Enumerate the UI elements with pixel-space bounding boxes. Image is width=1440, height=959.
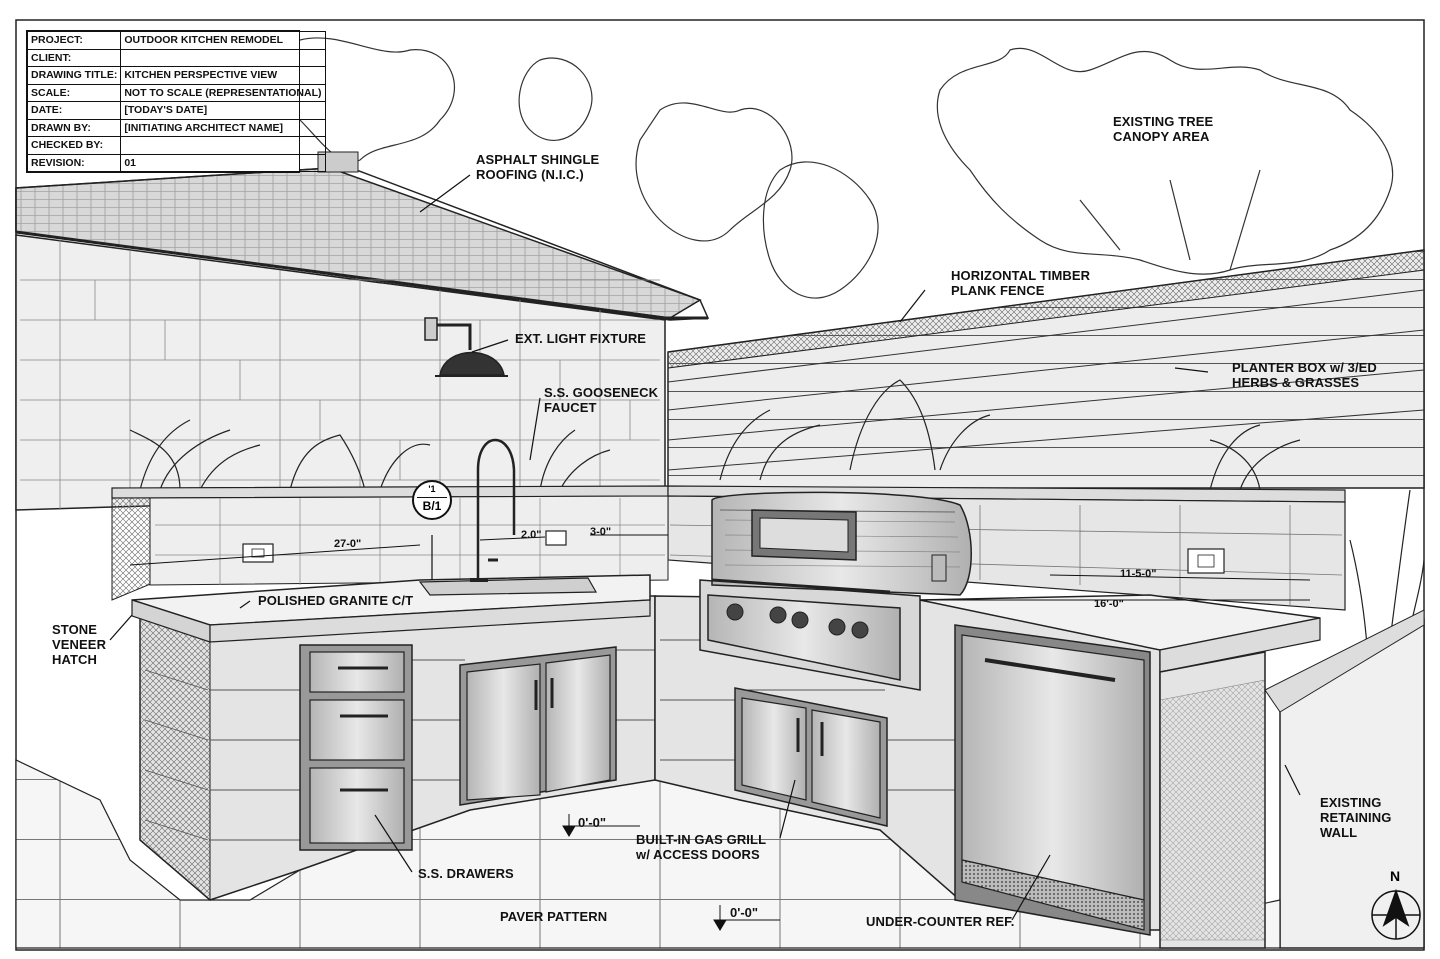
title-block-value — [120, 48, 326, 67]
ext-light-fixture — [424, 317, 508, 377]
callout-asphalt-roofing: ASPHALT SHINGLE ROOFING (N.I.C.) — [476, 152, 599, 182]
title-block-value: KITCHEN PERSPECTIVE VIEW — [120, 66, 326, 85]
outlet — [242, 530, 1225, 574]
title-block-key: SCALE: — [26, 83, 122, 102]
callout-under-counter-ref: UNDER-COUNTER REF. — [866, 914, 1014, 929]
callout-line: HATCH — [52, 652, 98, 667]
callout-timber-fence: HORIZONTAL TIMBER PLANK FENCE — [951, 268, 1090, 298]
callout-line: PAVER PATTERN — [500, 909, 608, 924]
dimension-label: 27-0" — [334, 538, 362, 550]
title-block-value: [INITIATING ARCHITECT NAME] — [120, 118, 326, 137]
title-block-key: DRAWN BY: — [26, 118, 122, 137]
elevation-label: 0'-0" — [730, 905, 759, 920]
callout-granite-countertop: POLISHED GRANITE C/T — [258, 593, 413, 608]
sink — [418, 577, 598, 596]
leader-lines — [109, 174, 1301, 921]
dimension-lines — [129, 534, 1311, 601]
dimension-label: 3-0" — [590, 526, 612, 538]
backsplash — [149, 495, 669, 586]
ss-drawers — [299, 644, 413, 851]
callout-light-fixture: EXT. LIGHT FIXTURE — [515, 331, 646, 346]
callout-line: EXT. LIGHT FIXTURE — [515, 331, 647, 346]
stone-wall-pattern — [20, 240, 660, 510]
title-block-key: REVISION: — [26, 153, 122, 172]
gas-grill — [699, 491, 972, 691]
title-block-row: CHECKED BY: — [26, 136, 326, 155]
callout-gas-grill: BUILT-IN GAS GRILL w/ ACCESS DOORS — [636, 832, 766, 862]
callout-ss-drawers: S.S. DRAWERS — [418, 866, 514, 881]
title-block-row: REVISION:01 — [26, 153, 326, 172]
section-tag-top: '1 — [428, 484, 436, 494]
callout-tree-canopy: EXISTING TREE CANOPY AREA — [1113, 114, 1213, 144]
elevation-marker — [562, 814, 780, 931]
dimension-label: 16'-0" — [1094, 598, 1124, 610]
section-tag-bottom: B/1 — [422, 499, 442, 513]
title-block-row: DATE:[TODAY'S DATE] — [26, 101, 326, 120]
callout-line: ASPHALT SHINGLE — [476, 152, 600, 167]
callout-line: WALL — [1320, 825, 1358, 840]
north-arrow-icon — [1371, 888, 1421, 940]
callout-line: HORIZONTAL TIMBER — [951, 268, 1091, 283]
title-block-key: DATE: — [26, 101, 122, 120]
title-block-row: DRAWN BY:[INITIATING ARCHITECT NAME] — [26, 118, 326, 137]
callout-line: STONE — [52, 622, 98, 637]
title-block-key: CLIENT: — [26, 48, 122, 67]
dimension-label: 11-5-0" — [1120, 568, 1157, 580]
callout-line: RETAINING — [1320, 810, 1392, 825]
title-block-value: OUTDOOR KITCHEN REMODEL — [120, 31, 326, 50]
callout-line: HERBS & GRASSES — [1232, 375, 1360, 390]
callout-line: ROOFING (N.I.C.) — [476, 167, 584, 182]
callout-line: CANOPY AREA — [1113, 129, 1210, 144]
callout-line: S.S. GOOSENECK — [544, 385, 659, 400]
title-block-value: NOT TO SCALE (REPRESENTATIONAL) — [120, 83, 326, 102]
callout-line: S.S. DRAWERS — [418, 866, 514, 881]
title-block-row: DRAWING TITLE:KITCHEN PERSPECTIVE VIEW — [26, 66, 326, 85]
callout-line: VENEER — [52, 637, 107, 652]
callout-line: w/ ACCESS DOORS — [636, 847, 760, 862]
callout-paver-pattern: PAVER PATTERN — [500, 909, 607, 924]
title-block-value: [TODAY'S DATE] — [120, 101, 326, 120]
callout-gooseneck-faucet: S.S. GOOSENECK FAUCET — [544, 385, 658, 415]
callout-stone-veneer: STONE VENEER HATCH — [52, 622, 106, 667]
tree-canopy — [280, 37, 1394, 299]
title-block-row: CLIENT: — [26, 48, 326, 67]
gooseneck-faucet — [470, 438, 516, 582]
section-tag-divider — [417, 497, 447, 498]
callout-line: EXISTING — [1320, 795, 1382, 810]
callout-retaining-wall: EXISTING RETAINING WALL — [1320, 795, 1391, 840]
title-block-row: PROJECT:OUTDOOR KITCHEN REMODEL — [26, 31, 326, 50]
title-block-key: DRAWING TITLE: — [26, 66, 122, 85]
under-counter-fridge — [954, 624, 1151, 936]
left-access-doors — [459, 646, 617, 806]
callout-line: PLANTER BOX w/ 3/ED — [1232, 360, 1377, 375]
elevation-label: 0'-0" — [578, 815, 607, 830]
title-block-row: SCALE:NOT TO SCALE (REPRESENTATIONAL) — [26, 83, 326, 102]
title-block-value: 01 — [120, 153, 326, 172]
callout-line: EXISTING TREE — [1113, 114, 1214, 129]
callout-line: FAUCET — [544, 400, 597, 415]
callout-line: PLANK FENCE — [951, 283, 1045, 298]
grill-access-doors — [734, 687, 888, 827]
title-block-value — [120, 136, 326, 155]
title-block-key: CHECKED BY: — [26, 136, 122, 155]
callout-line: POLISHED GRANITE C/T — [258, 593, 414, 608]
section-tag: '1 B/1 — [412, 480, 452, 520]
callout-line: UNDER-COUNTER REF. — [866, 914, 1015, 929]
callout-line: BUILT-IN GAS GRILL — [636, 832, 767, 847]
callout-planter-box: PLANTER BOX w/ 3/ED HERBS & GRASSES — [1232, 360, 1377, 390]
north-label: N — [1390, 868, 1401, 884]
title-block-key: PROJECT: — [26, 31, 122, 50]
dimension-label: 2.0" — [521, 529, 542, 541]
